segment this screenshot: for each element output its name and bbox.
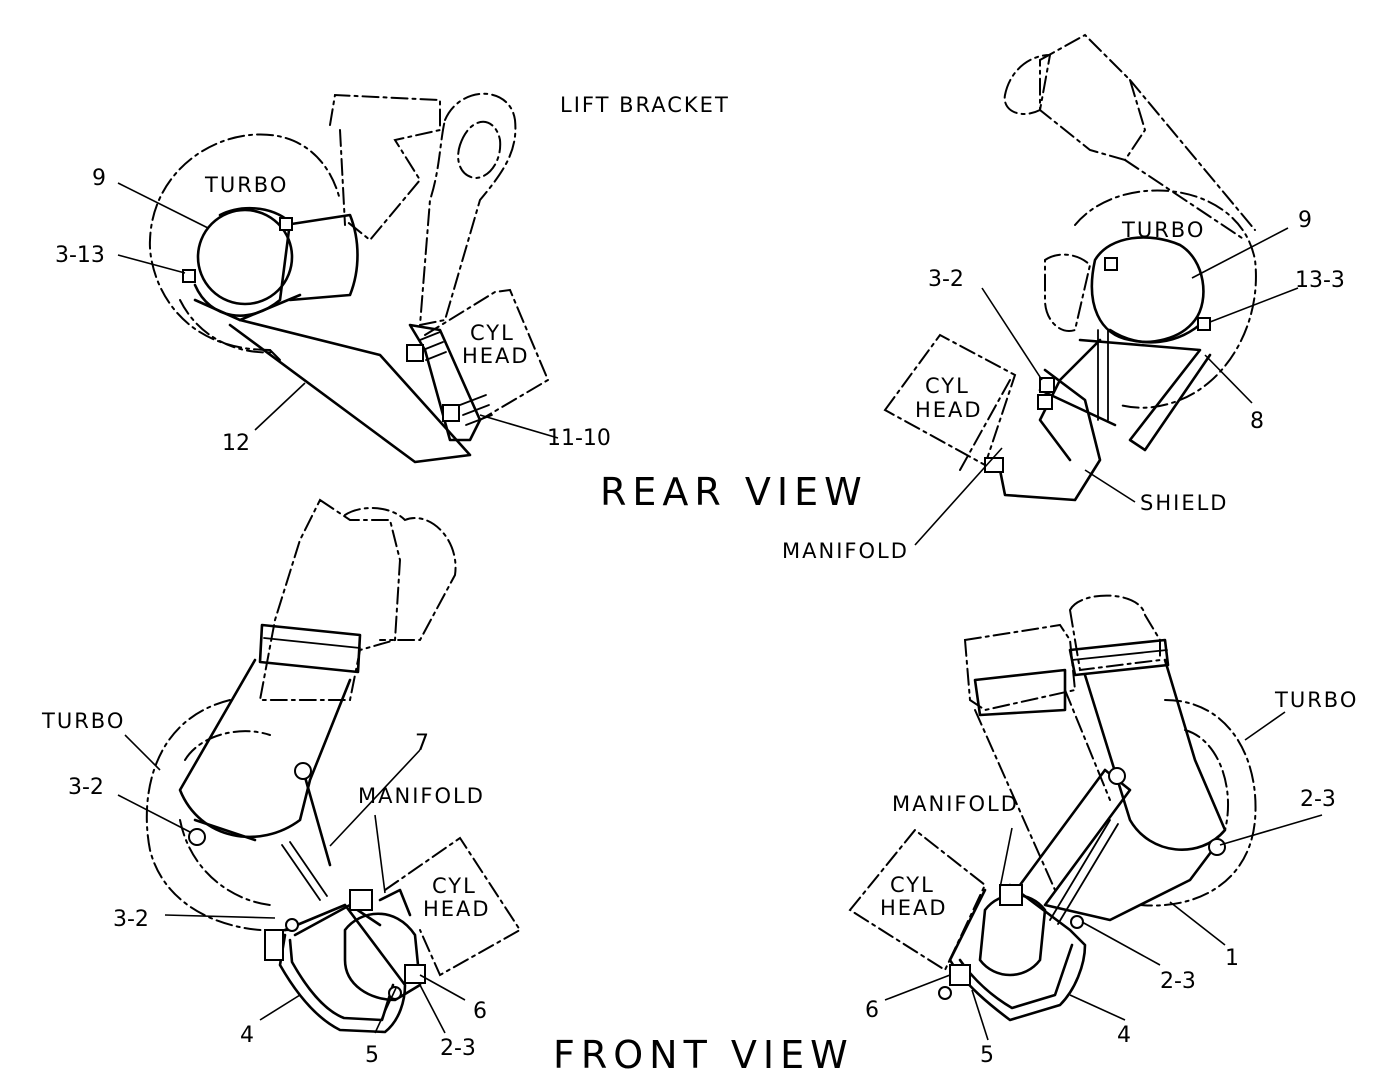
turbo-housing-outline-front-left [145,699,291,932]
callouts: 9 3-13 12 11-10 9 3-2 13-3 8 7 3-2 3-2 4… [55,166,1345,1068]
turbo-label-bottom-right: TURBO [1274,688,1358,712]
callout-13-3: 13-3 [1295,268,1345,293]
support-bracket-1 [1043,768,1222,922]
elbow-outlet-front-right [1083,658,1227,851]
turbo-housing-outline-front-right [1139,699,1257,907]
callout-3-2-lower: 3-2 [113,907,149,932]
rear-view-left-assembly [148,92,550,464]
head-label-top-right: HEAD [915,398,983,422]
cyl-label-bottom-left: CYL [432,874,477,898]
turbo-label-top-left: TURBO [204,173,288,197]
manifold-label-top-right: MANIFOLD [782,539,909,563]
exhaust-pipe-outline-front-right [963,623,1077,712]
elbow-outlet-front-left [178,658,352,839]
rear-view-right-assembly [883,33,1257,502]
front-view-left-assembly [145,498,522,1034]
support-bracket-12 [193,298,472,464]
head-label-bottom-right: HEAD [880,896,948,920]
cyl-label-bottom-right: CYL [890,873,935,897]
callout-5-right: 5 [980,1043,994,1068]
turbo-label-bottom-left: TURBO [41,709,125,733]
callout-8: 8 [1250,409,1264,434]
cyl-head-outline-front-left [384,836,522,977]
turbo-housing-outline [148,133,341,351]
head-label-bottom-left: HEAD [423,897,491,921]
callout-6-right: 6 [865,998,879,1023]
cyl-label-top-left: CYL [470,321,515,345]
head-label-top-left: HEAD [462,344,530,368]
front-view-right-assembly [848,594,1257,1022]
cyl-head-outline-right [883,333,1017,467]
callout-6-left: 6 [473,999,487,1024]
rod-right [1049,819,1119,925]
support-bracket-8 [1078,338,1212,452]
leader-lines [117,182,1323,1041]
manifold-label-bottom-left: MANIFOLD [358,784,485,808]
callout-9-top-left: 9 [92,166,106,191]
front-view-title: FRONT VIEW [553,1033,854,1077]
lift-bracket-label: LIFT BRACKET [560,93,730,117]
callout-4-right: 4 [1117,1023,1131,1048]
cyl-head-outline-front-right [848,828,987,972]
heat-shield [998,368,1102,502]
callout-12: 12 [222,431,250,456]
flange-manifold-front-right [978,893,1047,977]
rear-view-title: REAR VIEW [600,470,868,514]
lift-bracket-outline [418,92,517,327]
rod-7 [301,768,332,867]
bolt-10-upper [406,344,424,362]
turbo-outlet-flange [196,208,294,306]
callout-3-13: 3-13 [55,243,105,268]
callout-3-2-top-right: 3-2 [928,267,964,292]
cyl-label-top-right: CYL [925,374,970,398]
turbo-label-top-right: TURBO [1121,218,1205,242]
turbo-outlet-flange-right [1090,236,1205,344]
shield-label: SHIELD [1140,491,1228,515]
callout-1: 1 [1225,946,1239,971]
cyl-head-outline [424,288,550,421]
labels: LIFT BRACKET TURBO CYL HEAD TURBO CYL HE… [41,93,1358,1077]
callout-3-2-upper: 3-2 [68,775,104,800]
exhaust-pipe-outline [1039,33,1147,162]
callout-5-left: 5 [365,1043,379,1068]
callout-2-3-left: 2-3 [440,1036,476,1061]
callout-4-left: 4 [240,1023,254,1048]
exhaust-elbow-outline [329,93,441,242]
rod-left [281,841,328,901]
turbo-housing-outline-right [1074,189,1257,409]
callout-2-3-upper-right: 2-3 [1300,787,1336,812]
callout-11-10: 11-10 [547,426,611,451]
bolt-10-lower [442,404,460,422]
callout-9-top-right: 9 [1298,208,1312,233]
callout-7: 7 [415,731,429,756]
callout-2-3-lower-right: 2-3 [1160,969,1196,994]
clamp-band [193,206,292,317]
manifold-label-bottom-right: MANIFOLD [892,792,1019,816]
